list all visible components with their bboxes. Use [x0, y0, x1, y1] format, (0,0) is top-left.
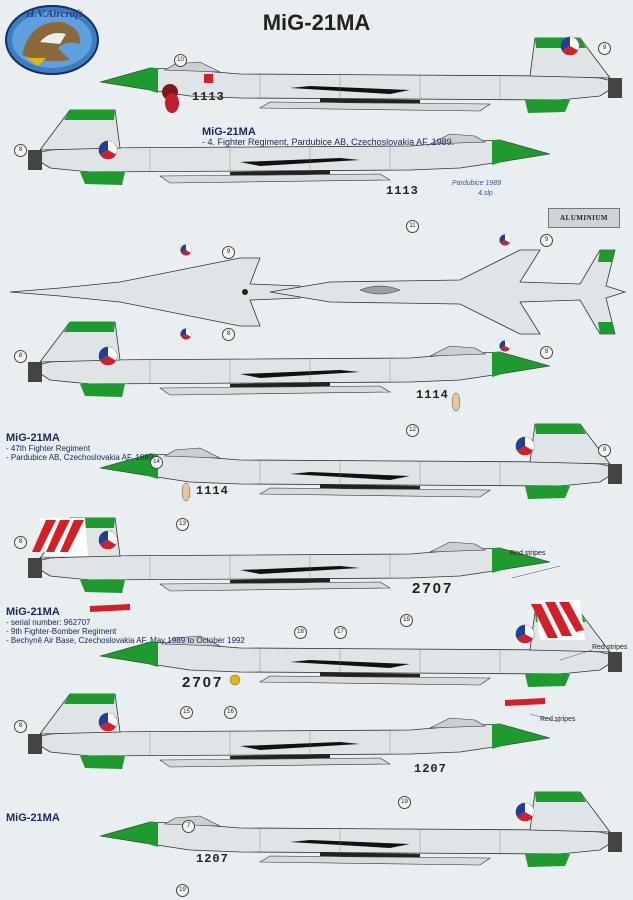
- caption-title: MiG-21MA: [6, 812, 60, 824]
- callout-marker: 10: [174, 54, 187, 67]
- callout-marker: 13: [176, 518, 189, 531]
- callout-marker: 17: [334, 626, 347, 639]
- callout-marker: 9: [598, 42, 611, 55]
- leader-line: [559, 649, 593, 661]
- callout-marker: 12: [406, 424, 419, 437]
- caption-line: - Pardubice AB, Czechoslovakia AF, 1989.: [6, 453, 156, 462]
- nose-art-text: Pardubice 1989: [452, 180, 502, 187]
- tail-number: 1207: [196, 852, 229, 866]
- callout-marker: 9: [222, 246, 235, 259]
- caption-title: MiG-21MA: [202, 126, 256, 138]
- tail-number: 1113: [192, 90, 225, 104]
- tail-number: 1114: [416, 388, 449, 402]
- callout-marker: 8: [540, 346, 553, 359]
- caption-3: MiG-21MA - serial number: 962707 - 9th F…: [6, 606, 245, 645]
- red-stripes-label: Red stripes: [510, 550, 546, 557]
- brand-logo: [5, 5, 99, 75]
- aircraft-1114-left-profile: [100, 424, 622, 502]
- callout-marker: 7: [182, 820, 195, 833]
- brand-name: H.V.Aircraft: [25, 8, 83, 20]
- callout-marker: 18: [294, 626, 307, 639]
- leader-line: [511, 565, 561, 579]
- nose-art-text: 4.slp: [478, 190, 493, 197]
- caption-4: MiG-21MA: [6, 812, 60, 824]
- aircraft-2707-left-profile: [100, 600, 622, 706]
- caption-line: - 47th Fighter Regiment: [6, 444, 91, 453]
- red-stripes-label: Red stripes: [592, 644, 628, 651]
- caption-1: MiG-21MA - 4. Fighter Regiment, Pardubic…: [202, 126, 454, 147]
- callout-marker: 14: [150, 456, 163, 469]
- caption-line: - serial number: 962707: [6, 618, 91, 627]
- tail-number: 1207: [414, 762, 447, 776]
- aircraft-1207-left-profile: [100, 792, 622, 867]
- callout-marker: 8: [14, 720, 27, 733]
- caption-line: - Bechyně Air Base, Czechoslovakia AF, M…: [6, 636, 245, 645]
- aircraft-2707-right-profile: [27, 517, 551, 612]
- callout-marker: 15: [180, 706, 193, 719]
- aircraft-1113-right-profile: [27, 109, 551, 186]
- callout-marker: 9: [540, 234, 553, 247]
- callout-marker: 8: [14, 144, 27, 157]
- leader-line: [529, 713, 561, 723]
- aircraft-top-view: [9, 234, 627, 352]
- callout-marker: 19: [398, 796, 411, 809]
- brand-wordmark: H.V.Aircraft: [25, 8, 83, 20]
- callout-marker: 8: [14, 536, 27, 549]
- tail-number: 1113: [386, 184, 419, 198]
- caption-line: - 9th Fighter-Bomber Regiment: [6, 627, 117, 636]
- aircraft-1114-right-profile: [27, 321, 551, 412]
- callout-marker: 15: [400, 614, 413, 627]
- callout-marker: 8: [14, 350, 27, 363]
- tail-number: 1114: [196, 484, 229, 498]
- caption-title: MiG-21MA: [6, 606, 60, 618]
- callout-marker: 9: [598, 444, 611, 457]
- caption-line: - 4. Fighter Regiment, Pardubice AB, Cze…: [202, 137, 455, 147]
- aircraft-1113-left-profile: [100, 36, 622, 113]
- tail-number: 2707: [412, 580, 454, 597]
- callout-marker: 8: [222, 328, 235, 341]
- callout-marker: 11: [406, 220, 419, 233]
- callout-marker: 16: [224, 706, 237, 719]
- callout-marker: 19: [176, 884, 189, 897]
- aluminium-swatch: ALUMINIUM: [548, 208, 620, 228]
- page-title: MiG-21MA: [262, 10, 371, 35]
- aircraft-1207-right-profile: [27, 693, 551, 770]
- red-stripes-label: Red stripes: [540, 716, 576, 723]
- caption-title: MiG-21MA: [6, 432, 60, 444]
- tail-number: 2707: [182, 674, 224, 691]
- caption-2: MiG-21MA - 47th Fighter Regiment - Pardu…: [6, 432, 155, 462]
